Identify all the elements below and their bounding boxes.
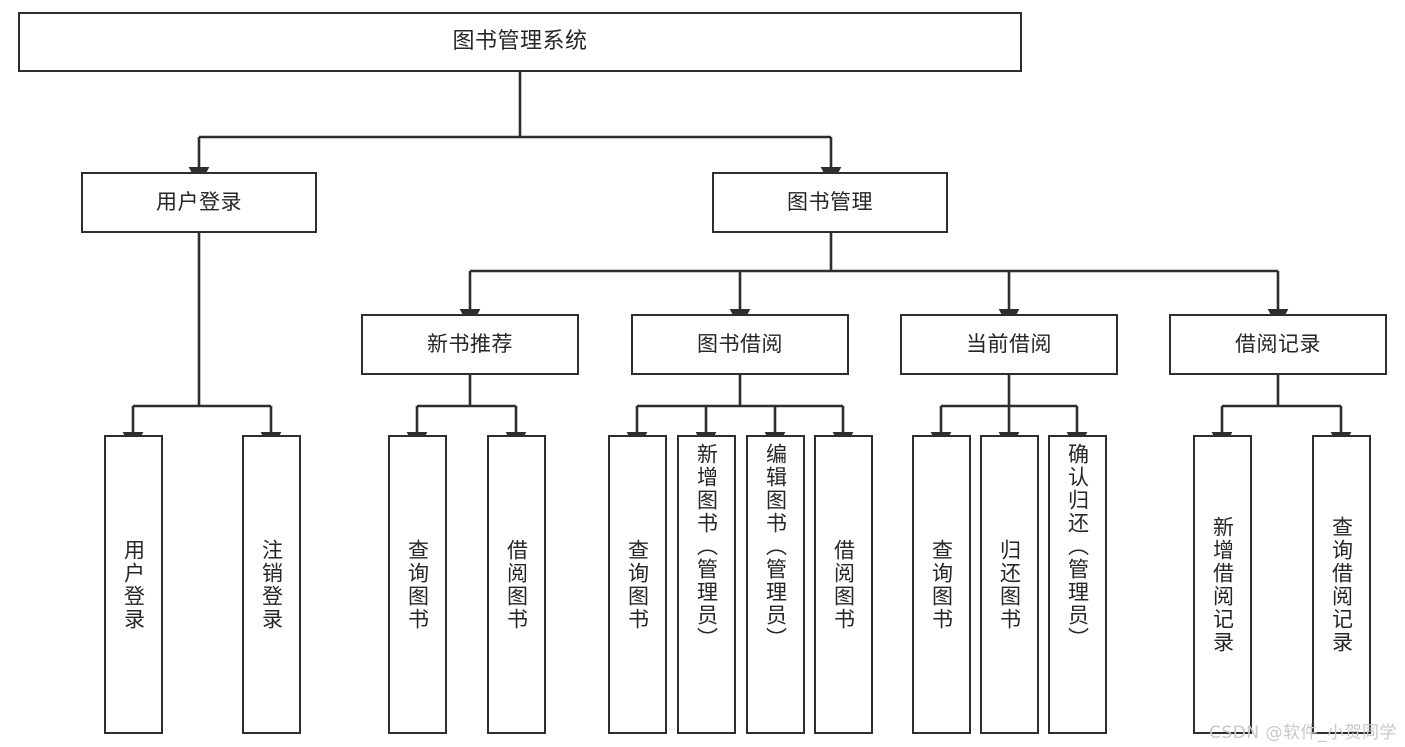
node-label: 借阅记录	[1235, 332, 1321, 357]
leaf-new-book-query[interactable]: 查询图书	[388, 435, 447, 734]
node-label: 用户登录	[156, 190, 242, 215]
leaf-book-borrow-borrow[interactable]: 借阅图书	[814, 435, 873, 734]
node-label: 编辑图书（管理员）	[763, 443, 788, 650]
node-label: 新增借阅记录	[1210, 515, 1235, 654]
node-label: 借阅图书	[831, 538, 856, 631]
node-book-management[interactable]: 图书管理	[712, 172, 948, 233]
node-label: 查询图书	[405, 538, 430, 631]
node-user-login[interactable]: 用户登录	[81, 172, 317, 233]
leaf-user-login-logout[interactable]: 注销登录	[242, 435, 301, 734]
node-label: 归还图书	[997, 538, 1022, 631]
node-label: 图书管理系统	[452, 29, 588, 55]
node-label: 查询图书	[929, 538, 954, 631]
node-book-borrowing[interactable]: 图书借阅	[631, 314, 849, 375]
node-label: 查询借阅记录	[1329, 515, 1354, 654]
node-label: 用户登录	[121, 538, 146, 631]
leaf-borrow-record-add[interactable]: 新增借阅记录	[1193, 435, 1252, 734]
watermark: CSDN @软件_小贺同学	[1209, 723, 1397, 743]
node-label: 当前借阅	[966, 332, 1052, 357]
leaf-current-borrow-confirm-return-admin[interactable]: 确认归还（管理员）	[1048, 435, 1107, 734]
leaf-user-login-login[interactable]: 用户登录	[104, 435, 163, 734]
node-label: 新增图书（管理员）	[694, 443, 719, 650]
leaf-new-book-borrow[interactable]: 借阅图书	[487, 435, 546, 734]
leaf-current-borrow-query[interactable]: 查询图书	[912, 435, 971, 734]
node-label: 借阅图书	[504, 538, 529, 631]
node-new-book-recommendation[interactable]: 新书推荐	[361, 314, 579, 375]
node-label: 图书管理	[787, 190, 873, 215]
leaf-book-borrow-query[interactable]: 查询图书	[608, 435, 667, 734]
node-label: 确认归还（管理员）	[1065, 443, 1090, 650]
leaf-borrow-record-query[interactable]: 查询借阅记录	[1312, 435, 1371, 734]
node-label: 图书借阅	[697, 332, 783, 357]
leaf-book-borrow-add-admin[interactable]: 新增图书（管理员）	[677, 435, 736, 734]
node-label: 新书推荐	[427, 332, 513, 357]
leaf-book-borrow-edit-admin[interactable]: 编辑图书（管理员）	[746, 435, 805, 734]
node-root-book-management-system[interactable]: 图书管理系统	[18, 12, 1022, 72]
node-borrowing-record[interactable]: 借阅记录	[1169, 314, 1387, 375]
node-label: 注销登录	[259, 538, 284, 631]
node-label: 查询图书	[625, 538, 650, 631]
leaf-current-borrow-return[interactable]: 归还图书	[980, 435, 1039, 734]
node-current-borrowing[interactable]: 当前借阅	[900, 314, 1118, 375]
